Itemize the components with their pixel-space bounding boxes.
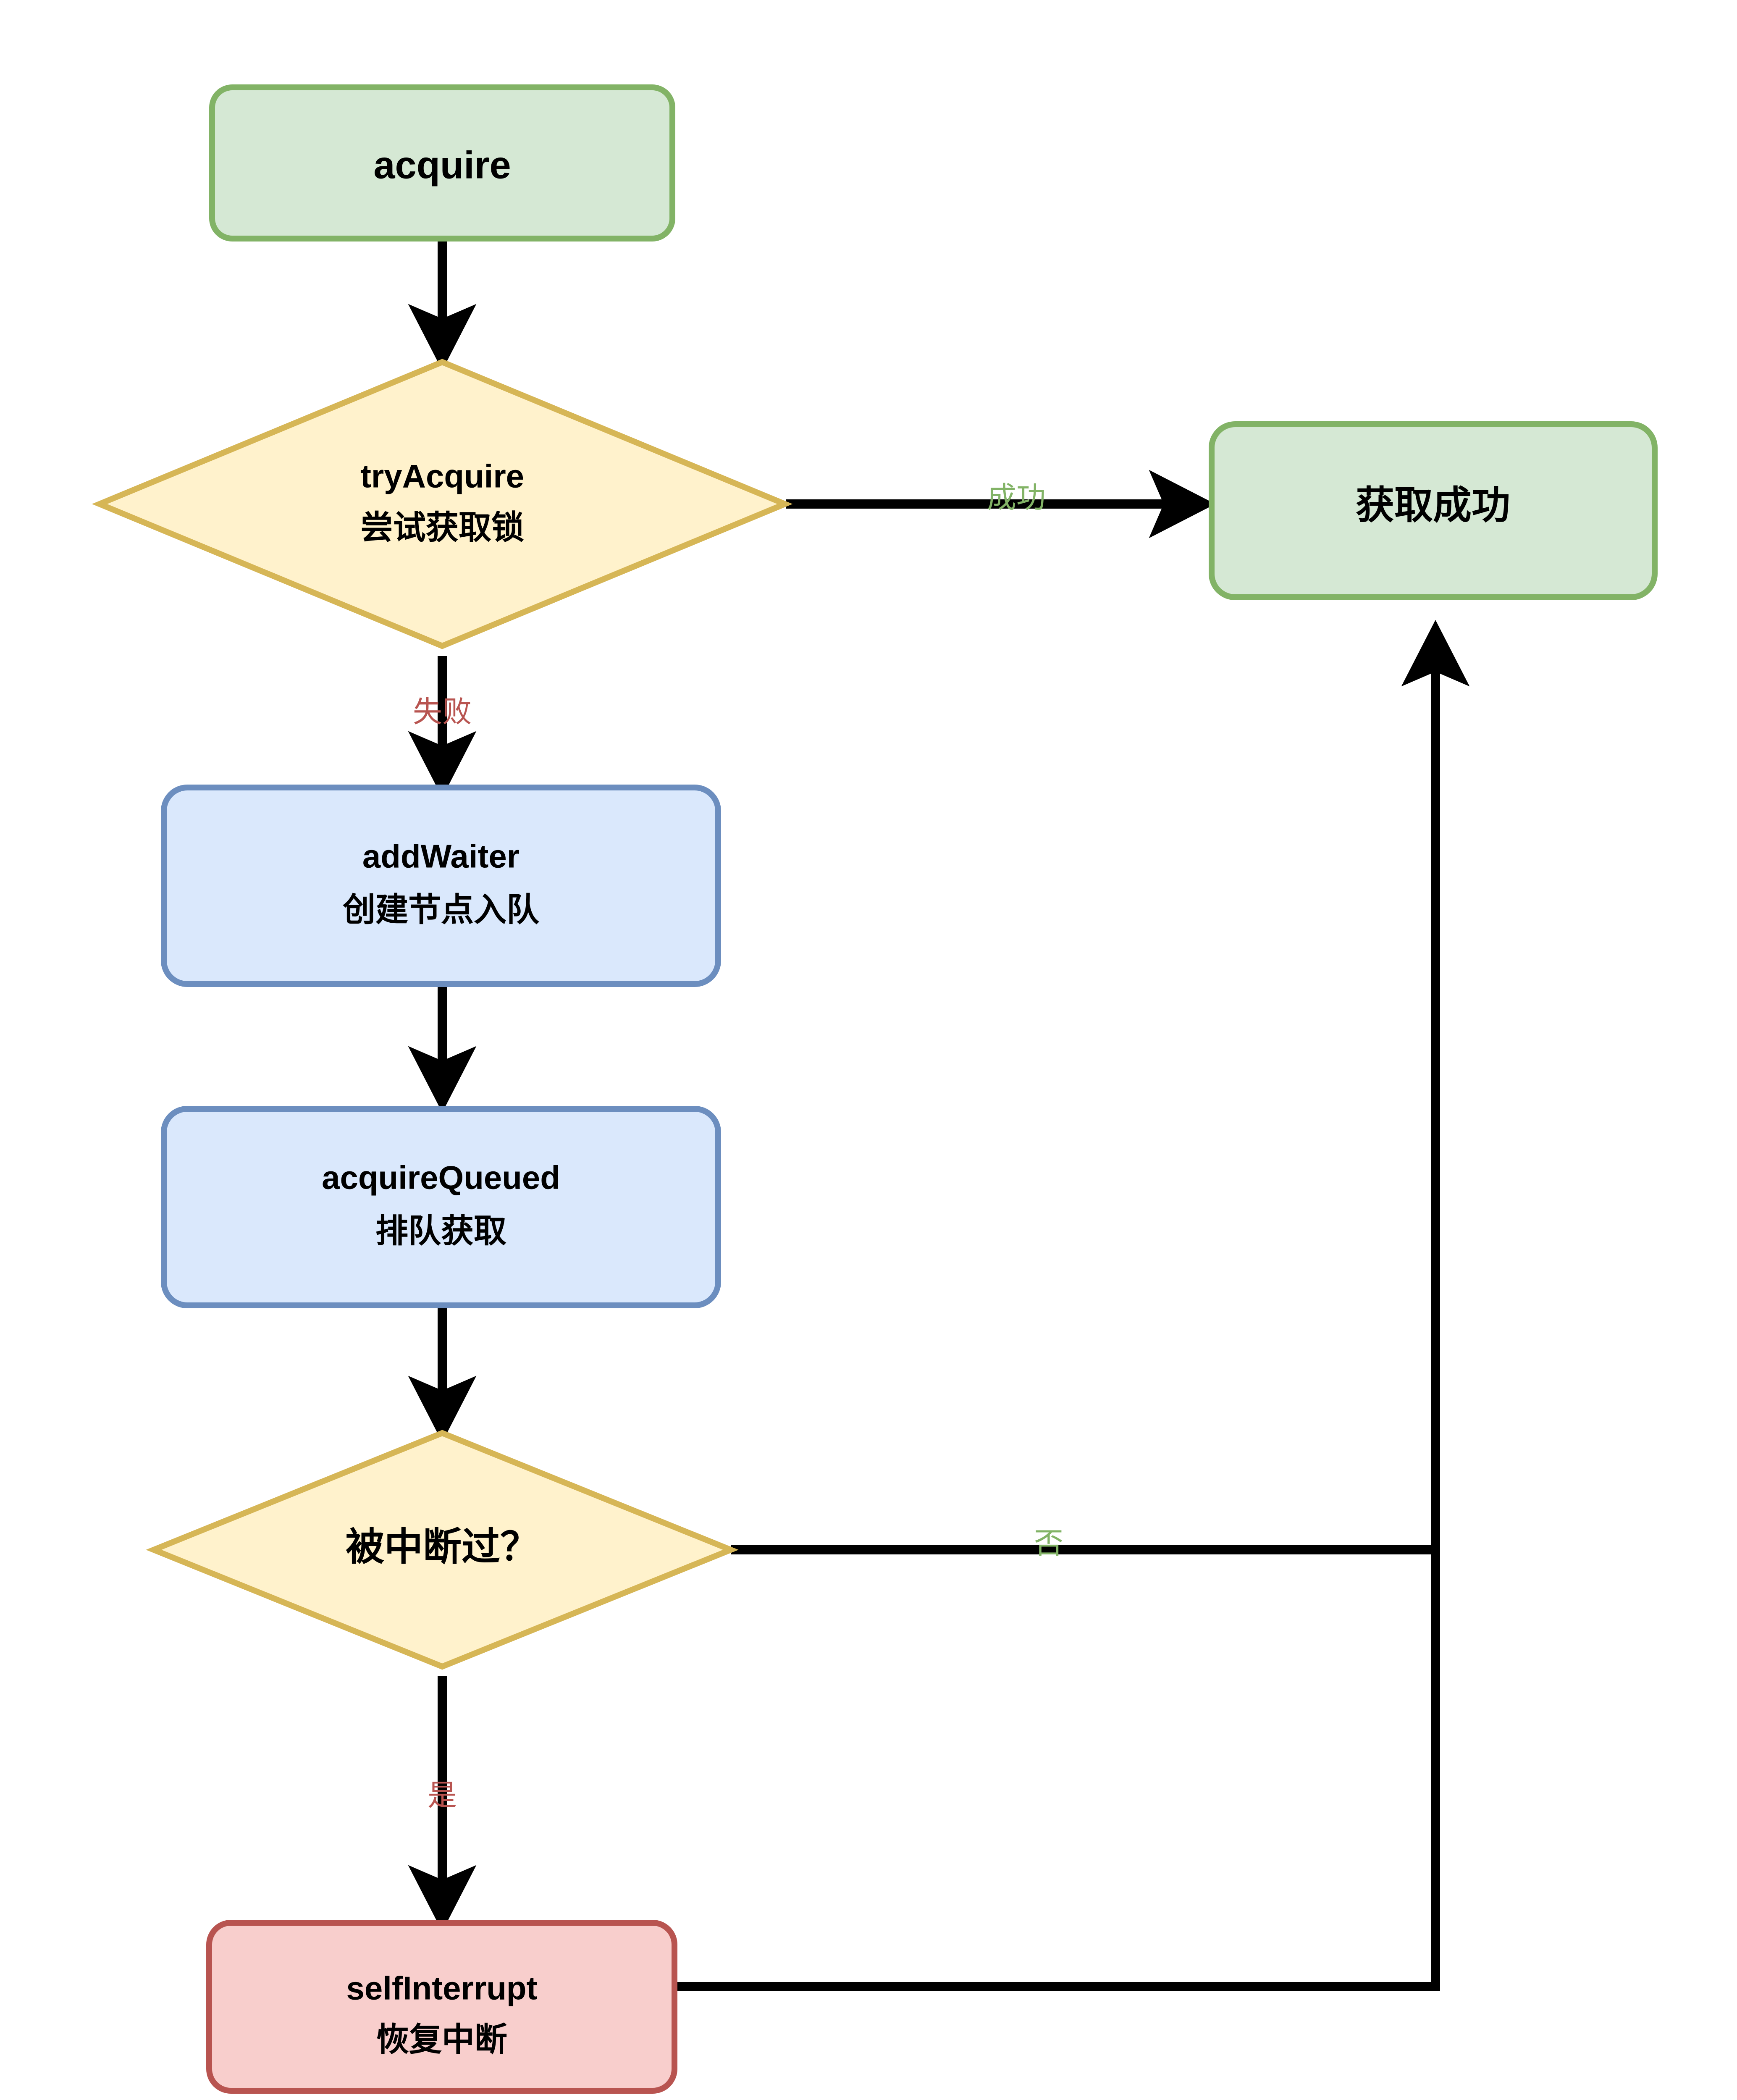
node-selfinterrupt-label-en: selfInterrupt	[346, 1970, 537, 2007]
node-addwaiter-label-en: addWaiter	[362, 838, 520, 875]
edge-label-fail: 失败	[413, 695, 472, 728]
node-tryacquire-label-en: tryAcquire	[360, 458, 524, 495]
node-selfinterrupt-shape	[206, 1920, 677, 2094]
node-selfinterrupt-label-cn: 恢复中断	[376, 2021, 507, 2058]
node-interrupted-shape	[146, 1430, 739, 1670]
edge-tryacquire-to-addwaiter: 失败	[408, 656, 477, 798]
node-addwaiter[interactable]: addWaiter 创建节点入队	[161, 785, 721, 987]
edge-interrupted-no-to-success: 否	[731, 1527, 1435, 1559]
node-interrupted-label: 被中断过？	[346, 1525, 539, 1568]
edge-interrupted-yes-to-selfinterrupt: 是	[408, 1676, 477, 1932]
node-selfinterrupt[interactable]: selfInterrupt 恢复中断	[206, 1920, 677, 2094]
node-success[interactable]: 获取成功	[1209, 421, 1658, 600]
node-success-label: 获取成功	[1356, 484, 1510, 527]
edge-label-no: 否	[1034, 1527, 1063, 1559]
node-acquirequeued[interactable]: acquireQueued 排队获取	[161, 1106, 721, 1308]
node-tryacquire[interactable]: tryAcquire 尝试获取锁	[92, 359, 793, 649]
node-acquirequeued-label-en: acquireQueued	[322, 1159, 560, 1196]
edge-label-yes: 是	[428, 1779, 457, 1811]
node-tryacquire-label-cn: 尝试获取锁	[360, 509, 524, 546]
node-acquirequeued-shape	[161, 1106, 721, 1308]
node-acquirequeued-label-cn: 排队获取	[375, 1213, 506, 1250]
node-success-shape	[1209, 421, 1658, 600]
node-interrupted[interactable]: 被中断过？	[146, 1430, 739, 1670]
node-addwaiter-shape	[161, 785, 721, 987]
node-acquire[interactable]: acquire	[209, 84, 675, 242]
node-acquire-shape	[209, 84, 675, 242]
edge-selfinterrupt-to-success	[672, 620, 1470, 1991]
node-tryacquire-shape	[92, 359, 793, 649]
edge-label-success: 成功	[987, 481, 1046, 514]
node-addwaiter-label-cn: 创建节点入队	[343, 891, 540, 928]
node-acquire-label: acquire	[373, 144, 511, 186]
edge-tryacquire-to-success: 成功	[786, 470, 1216, 538]
